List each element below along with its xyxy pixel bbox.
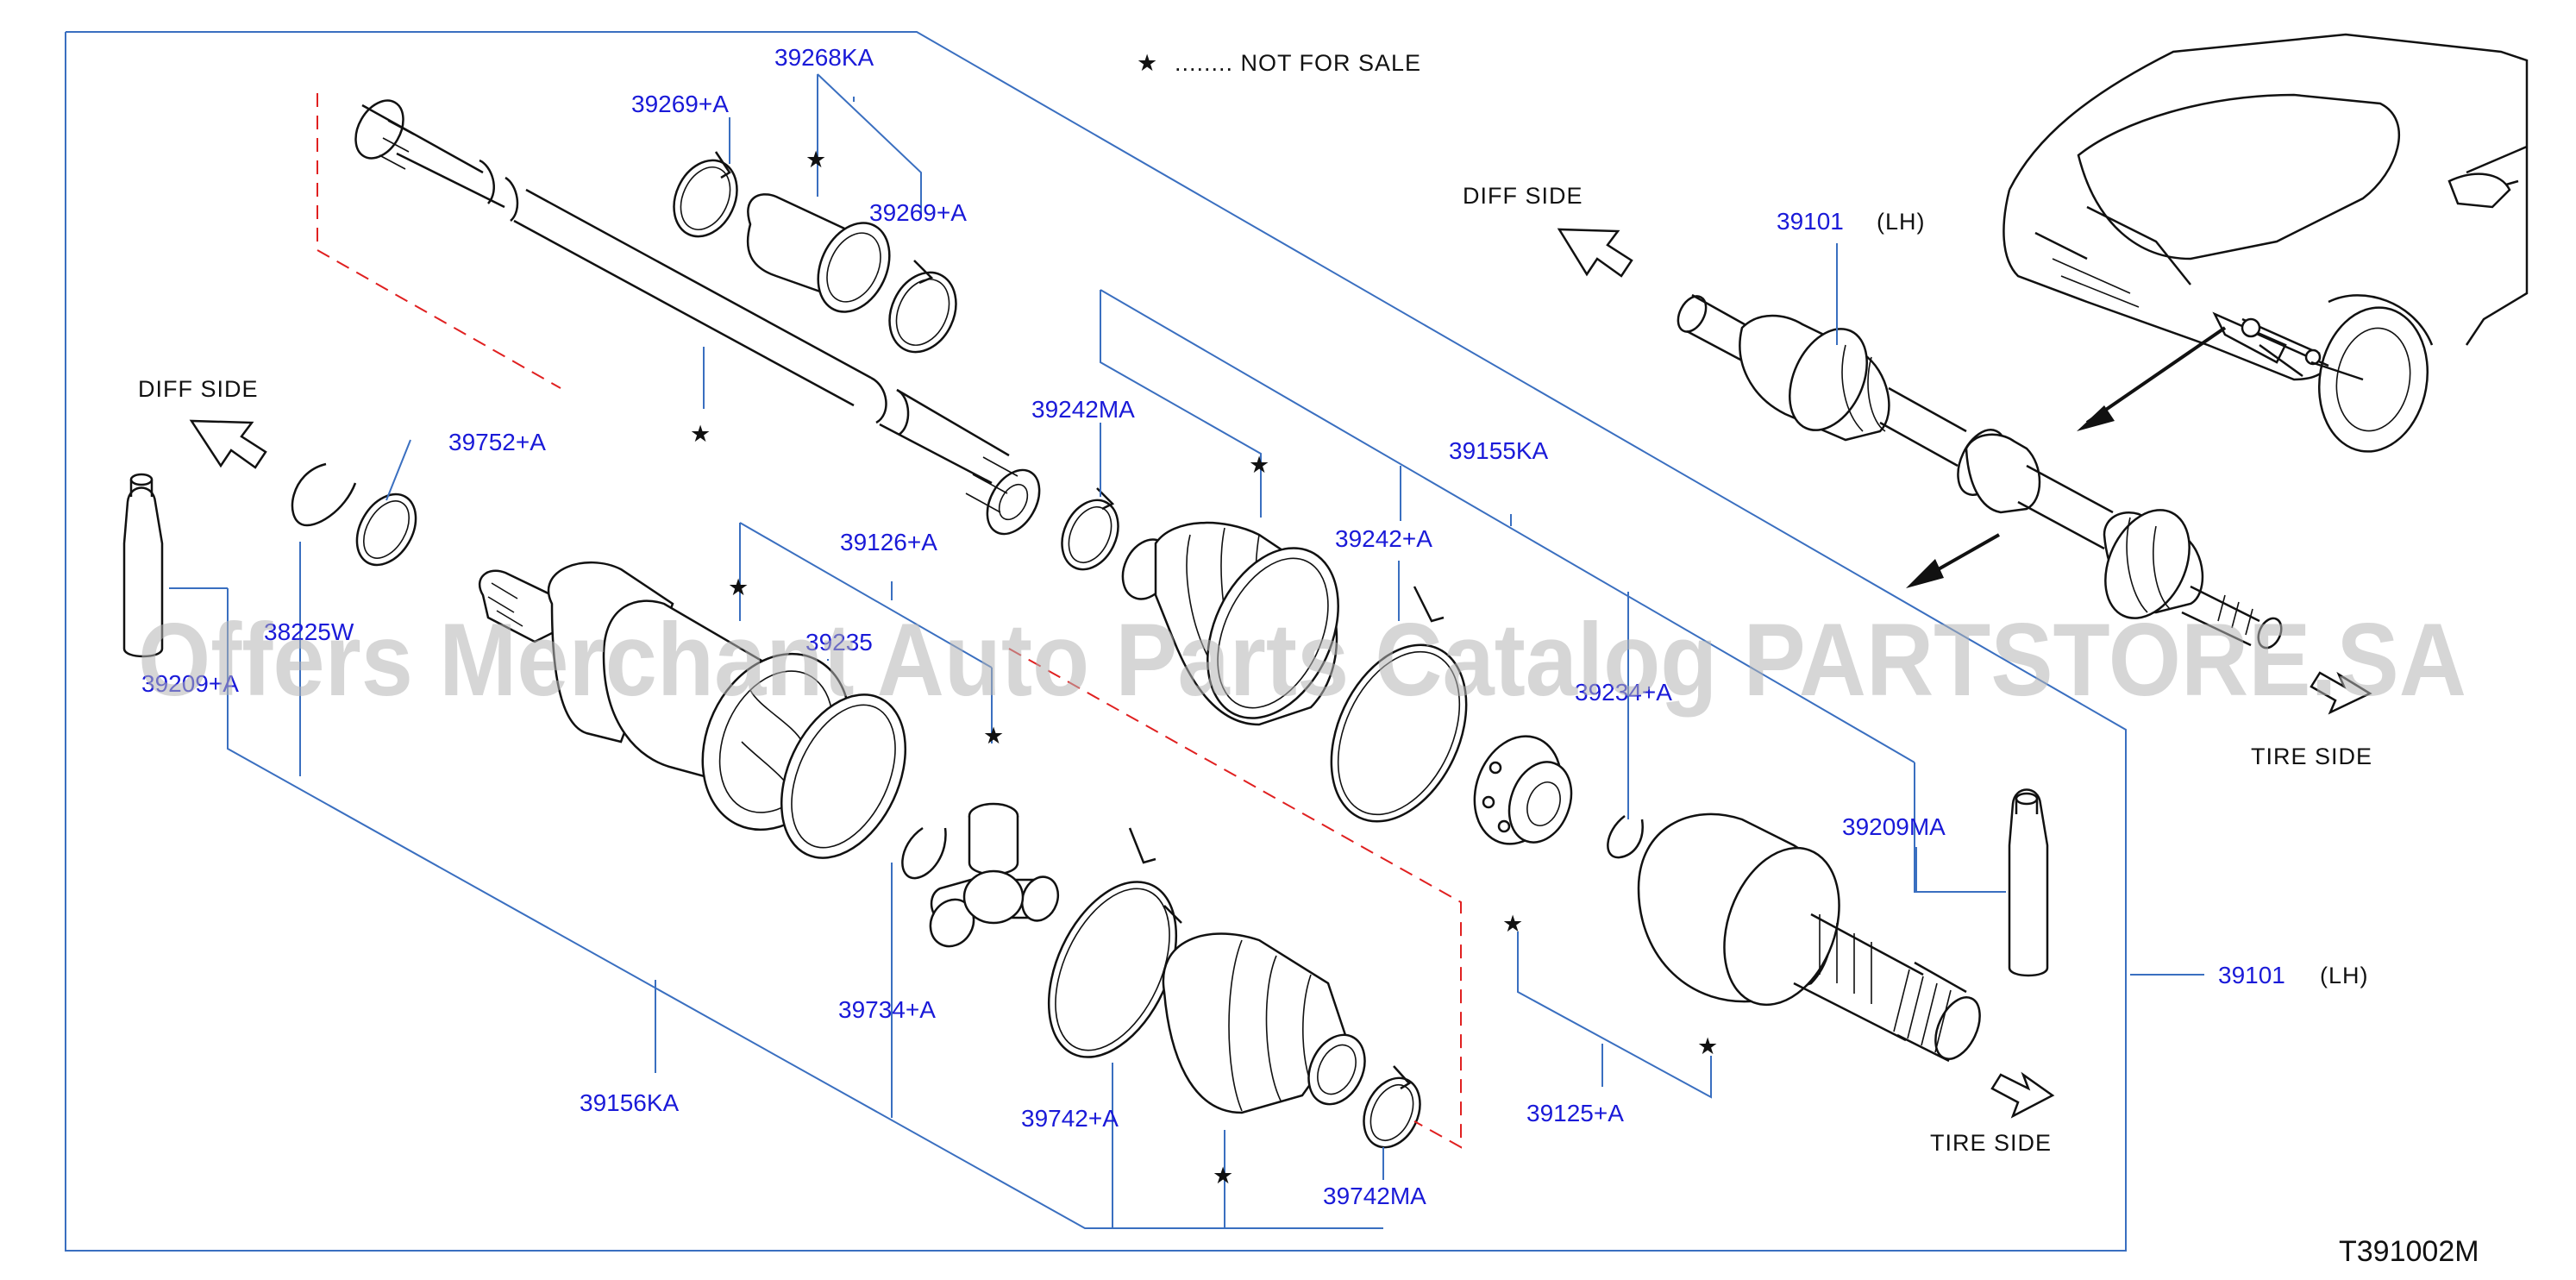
outer-boot (1121, 521, 1339, 726)
part-number-39269A-top[interactable]: 39269+A (631, 91, 729, 117)
outer-joint (1637, 813, 1981, 1063)
direction-arrow-icon-middle (1906, 533, 2000, 588)
small-boot-clamp (1363, 1065, 1421, 1149)
part-number-39125A[interactable]: 39125+A (1526, 1100, 1624, 1126)
watermark-text: Offers Merchant Auto Parts Catalog PARTS… (138, 602, 2466, 718)
part-number-39101-right[interactable]: 39101 (2218, 962, 2285, 988)
not-for-sale-markers: ★ ★ ★ ★ ★ ★ ★ ★ (690, 147, 1719, 1189)
star-icon: ★ (1249, 452, 1270, 478)
inner-boot-clamp (1047, 827, 1182, 1058)
part-number-39242MA[interactable]: 39242MA (1031, 396, 1135, 423)
vehicle-illustration (2003, 33, 2529, 453)
grease-tube-right (2008, 788, 2049, 977)
side-note-right: (LH) (2320, 963, 2369, 988)
star-icon: ★ (805, 147, 827, 173)
part-number-39209MA[interactable]: 39209MA (1842, 813, 1946, 840)
part-number-39742MA[interactable]: 39742MA (1323, 1183, 1426, 1209)
outer-boot-clamp-large (1330, 586, 1468, 823)
assembly-frame (65, 31, 2127, 1252)
star-icon: ★ (1213, 1163, 1234, 1189)
star-icon: ★ (983, 723, 1005, 749)
dashed-alignment-lower (1008, 648, 1462, 1149)
part-number-39752A[interactable]: 39752+A (448, 429, 546, 455)
circlip-left (291, 462, 417, 567)
star-icon: ★ (1502, 911, 1524, 937)
part-number-39101-top[interactable]: 39101 (1777, 208, 1844, 235)
star-icon: ★ (690, 421, 711, 447)
intermediate-shaft (354, 99, 1041, 536)
part-number-38225W[interactable]: 38225W (264, 618, 354, 645)
diff-side-label-right: DIFF SIDE (1463, 183, 1583, 209)
part-number-labels: 39268KA 39269+A 39269+A 39752+A 39242MA … (141, 44, 2369, 1209)
part-number-39734A[interactable]: 39734+A (838, 996, 936, 1023)
diff-side-arrow-icon-left (189, 419, 267, 469)
star-icon: ★ (1697, 1033, 1719, 1059)
star-icon: ★ (728, 574, 749, 600)
part-number-39156KA[interactable]: 39156KA (580, 1089, 680, 1116)
driveshaft-assembly-illustration (1677, 293, 2283, 649)
outer-boot-clamp-small (1061, 487, 1119, 571)
tripod-spider (929, 802, 1060, 948)
side-note-top: (LH) (1877, 209, 1926, 235)
part-number-39269A-right[interactable]: 39269+A (869, 199, 967, 226)
legend-text: ........ NOT FOR SALE (1175, 50, 1421, 76)
part-number-39234A[interactable]: 39234+A (1575, 679, 1672, 706)
inner-joint-seal-ring (780, 693, 907, 859)
part-number-39268KA[interactable]: 39268KA (774, 44, 874, 71)
part-number-39242A[interactable]: 39242+A (1335, 525, 1432, 552)
boot-kit-upper (673, 151, 957, 354)
diff-side-label-left: DIFF SIDE (138, 376, 259, 402)
grease-tube-left (122, 473, 164, 658)
leader-lines (169, 73, 2204, 1229)
part-number-39209A[interactable]: 39209+A (141, 670, 239, 697)
part-number-39742A[interactable]: 39742+A (1021, 1105, 1119, 1132)
tire-side-arrow-icon-right (2310, 671, 2372, 715)
part-number-39126A[interactable]: 39126+A (840, 529, 937, 555)
legend-star-icon: ★ (1137, 50, 1158, 76)
tire-side-label-bottom: TIRE SIDE (1930, 1130, 2052, 1156)
ball-cage (1473, 735, 1573, 845)
dashed-alignment-upper (317, 93, 561, 389)
part-number-39235[interactable]: 39235 (805, 629, 873, 656)
tire-side-arrow-icon (2077, 326, 2227, 431)
tire-side-label-top: TIRE SIDE (2251, 744, 2372, 769)
tire-side-arrow-icon-bottom (1990, 1071, 2055, 1119)
diff-side-arrow-icon-top-right (1557, 228, 1633, 278)
part-number-39155KA[interactable]: 39155KA (1449, 437, 1549, 464)
diagram-code: T391002M (2339, 1235, 2479, 1268)
snap-ring-middle (901, 826, 947, 880)
inner-boot (1162, 932, 1366, 1114)
snap-ring-outer (1607, 815, 1644, 859)
legend: ★ ........ NOT FOR SALE (1137, 50, 1421, 76)
